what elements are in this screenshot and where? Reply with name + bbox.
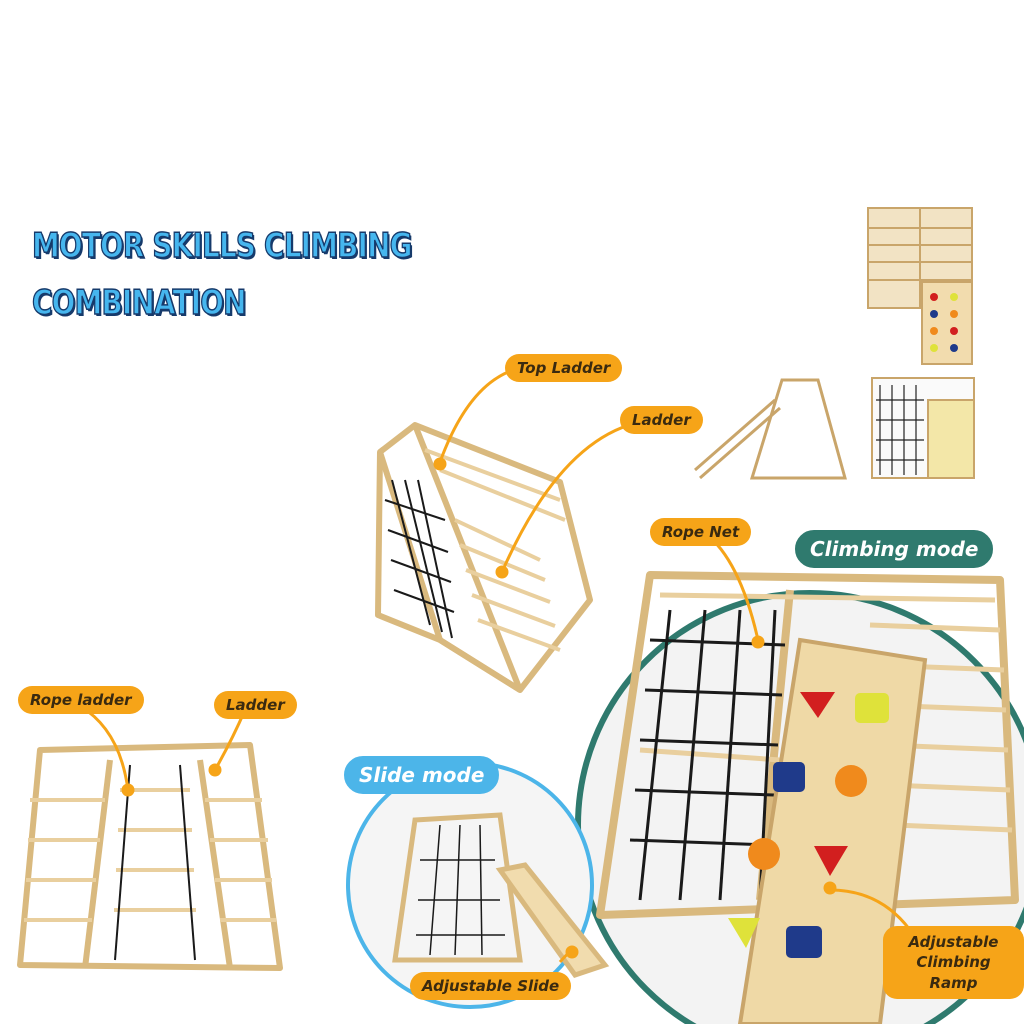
label-rope-net: Rope Net	[650, 518, 752, 546]
badge-slide-mode: Slide mode	[344, 756, 500, 794]
badge-climbing-mode: Climbing mode	[795, 530, 994, 568]
climbing-ramp	[737, 637, 928, 1024]
lower-left-ropes	[114, 764, 196, 961]
thumbnail-side-view	[694, 378, 847, 480]
lower-left-rungs	[24, 788, 276, 922]
label-rope-ladder: Rope ladder	[18, 686, 144, 714]
slide-mode-net	[416, 824, 505, 956]
label-ramp-line-2: Climbing Ramp	[916, 953, 991, 992]
page-title-line-1: MOTOR SKILLS CLIMBING	[31, 225, 413, 267]
ramp-holds	[728, 692, 889, 958]
upper-frame-net	[384, 479, 455, 639]
label-ladder-upper: Ladder	[620, 406, 703, 434]
label-ladder-lower: Ladder	[214, 691, 297, 719]
climbing-frame-rungs	[639, 592, 1013, 833]
thumbnail-top-view	[867, 207, 973, 365]
thumbnail-front-view	[871, 377, 975, 479]
label-top-ladder: Top Ladder	[505, 354, 623, 382]
label-adjustable-climbing-ramp: Adjustable Climbing Ramp	[883, 926, 1024, 999]
lower-left-frame	[17, 742, 283, 971]
upper-frame-rungs	[424, 448, 566, 652]
slide-mode-ring	[346, 761, 594, 1009]
page-title-line-2: COMBINATION	[31, 282, 247, 324]
slide-mode-frame	[392, 812, 610, 978]
label-adjustable-slide: Adjustable Slide	[410, 972, 572, 1000]
label-ramp-line-1: Adjustable	[908, 933, 999, 951]
thumbnail-top-holds	[930, 293, 958, 352]
thumbnail-front-net	[876, 385, 924, 475]
